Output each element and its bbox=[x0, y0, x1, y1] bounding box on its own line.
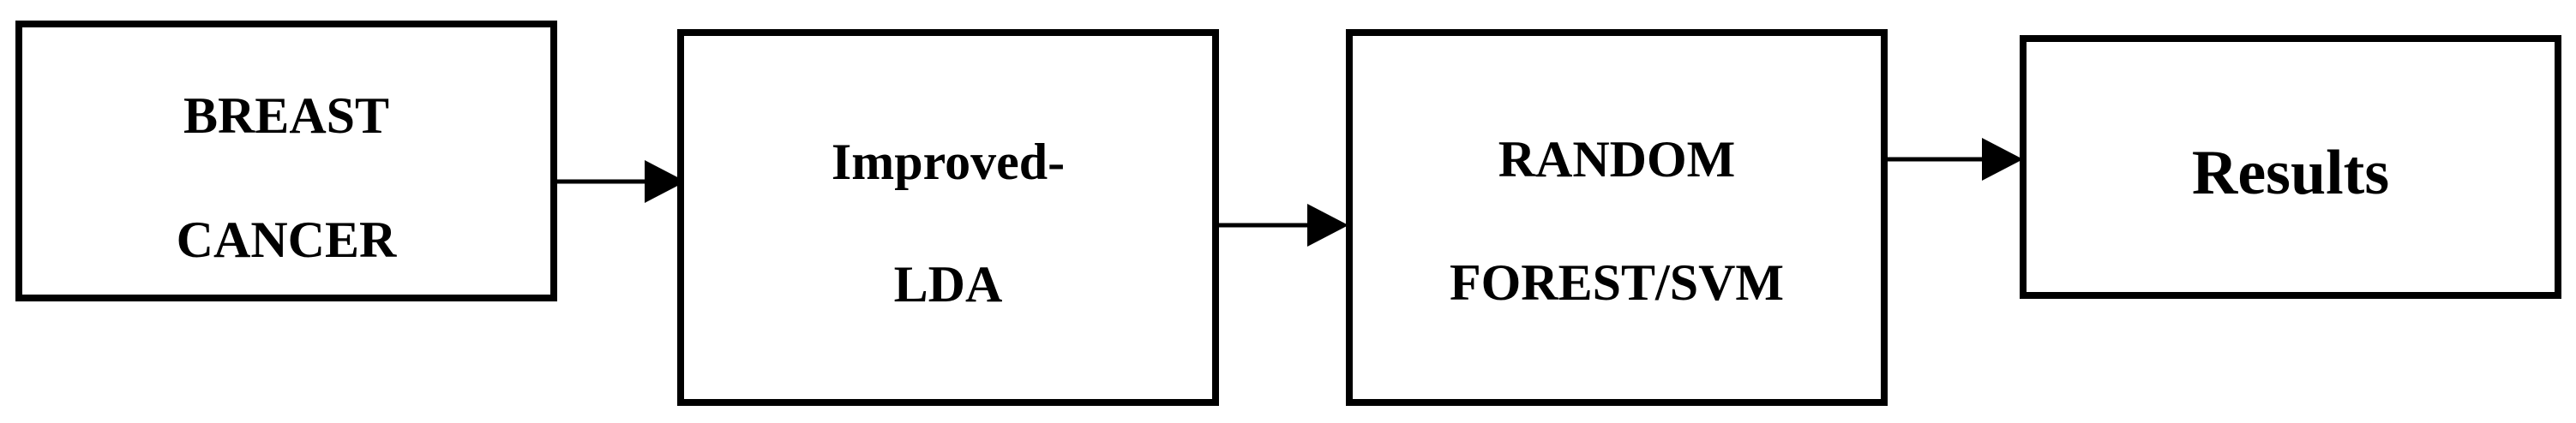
edge-3-arrowhead-icon bbox=[1982, 138, 2023, 181]
node-breast-cancer-box bbox=[15, 21, 557, 301]
edge-breast-cancer-to-improved-lda bbox=[557, 160, 686, 203]
node-random-forest-svm-label-line-1: RANDOM bbox=[1498, 131, 1736, 188]
node-results-box bbox=[2020, 35, 2561, 299]
node-improved-lda-label-line-1: Improved- bbox=[832, 134, 1065, 190]
node-random-forest-svm: RANDOM FOREST/SVM bbox=[1346, 29, 1888, 406]
node-breast-cancer: BREAST CANCER bbox=[15, 21, 557, 301]
node-improved-lda-label-line-2: LDA bbox=[894, 256, 1003, 313]
node-random-forest-svm-label-line-2: FOREST/SVM bbox=[1450, 254, 1784, 311]
node-improved-lda-box bbox=[677, 29, 1219, 406]
edge-improved-lda-to-random-forest-svm bbox=[1219, 204, 1348, 247]
node-results: Results bbox=[2020, 35, 2561, 299]
node-improved-lda: Improved- LDA bbox=[677, 29, 1219, 406]
node-breast-cancer-label-line-1: BREAST bbox=[183, 87, 389, 144]
node-results-label: Results bbox=[2192, 138, 2389, 208]
edge-random-forest-svm-to-results bbox=[1888, 138, 2023, 181]
node-random-forest-svm-box bbox=[1346, 29, 1888, 406]
node-breast-cancer-label-line-2: CANCER bbox=[177, 212, 397, 268]
edge-1-arrowhead-icon bbox=[645, 160, 686, 203]
edge-2-arrowhead-icon bbox=[1307, 204, 1348, 247]
